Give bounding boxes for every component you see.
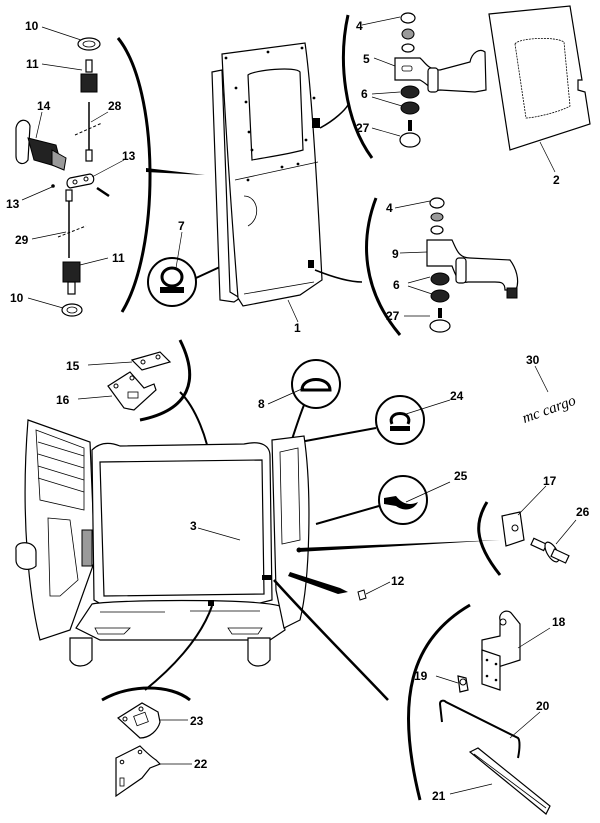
stop-pin — [530, 537, 570, 564]
callout-6b: 6 — [393, 278, 400, 292]
group-bracket-arc — [116, 37, 152, 313]
seal-profile-7: 7 — [147, 219, 223, 307]
callout-4: 4 — [356, 19, 363, 33]
callout-11b: 11 — [112, 251, 125, 265]
callout-15: 15 — [66, 359, 80, 373]
clip-12: 12 — [357, 574, 405, 601]
callout-28: 28 — [108, 99, 122, 113]
callout-10: 10 — [25, 19, 39, 33]
rod-guide-top — [85, 59, 93, 73]
callout-30: 30 — [526, 353, 540, 367]
callout-23: 23 — [190, 714, 204, 728]
check-strap-group: 18 19 20 21 — [406, 603, 566, 815]
callout-24: 24 — [450, 389, 464, 403]
callout-17: 17 — [543, 474, 557, 488]
seal-profile-24: 24 — [299, 389, 464, 445]
callout-21: 21 — [432, 789, 446, 803]
striker-plate-lower — [117, 702, 161, 739]
callout-27: 27 — [356, 121, 370, 135]
grommet-top — [77, 37, 101, 51]
check-plate — [501, 511, 525, 547]
callout-9: 9 — [392, 247, 399, 261]
striker-upper — [107, 371, 157, 411]
callout-25: 25 — [454, 469, 468, 483]
callout-13b: 13 — [6, 197, 20, 211]
callout-13: 13 — [122, 149, 136, 163]
callout-14: 14 — [37, 99, 51, 113]
badge-30: 30 mc cargo — [520, 353, 578, 427]
seal-profile-25: 25 — [315, 469, 468, 525]
grommet-bottom — [61, 303, 83, 317]
seal-profile-8: 8 — [258, 359, 341, 446]
striker-lower — [115, 745, 162, 798]
callout-4b: 4 — [386, 201, 393, 215]
striker-plate-upper — [130, 351, 172, 371]
badge-text: mc cargo — [520, 393, 578, 427]
lock-mechanism-group: 10 11 28 14 13 13 29 11 10 — [6, 19, 205, 317]
callout-11: 11 — [26, 57, 39, 71]
callout-19: 19 — [414, 669, 428, 683]
handle-lock — [15, 119, 67, 171]
callout-26: 26 — [576, 505, 590, 519]
callout-8: 8 — [258, 397, 265, 411]
group-bracket-pointer — [146, 168, 205, 175]
callout-1: 1 — [294, 321, 301, 335]
small-screw — [51, 184, 55, 188]
screw — [96, 186, 110, 198]
callout-6: 6 — [361, 87, 368, 101]
lower-hinge-group: 4 9 6 27 — [314, 197, 519, 336]
callout-16: 16 — [56, 393, 70, 407]
callout-2: 2 — [553, 173, 560, 187]
check-plate-group: 17 26 — [477, 474, 590, 576]
callout-3: 3 — [190, 519, 197, 533]
callout-20: 20 — [536, 699, 550, 713]
callout-5: 5 — [363, 52, 370, 66]
link-plate — [66, 173, 95, 189]
rod-guide-bottom — [62, 261, 81, 283]
callout-7: 7 — [178, 219, 185, 233]
callout-29: 29 — [15, 233, 29, 247]
door-panel-1: 1 — [211, 42, 323, 335]
van-rear-view: 3 — [15, 419, 500, 701]
trim-panel-2: 2 — [488, 5, 591, 187]
check-rod — [438, 699, 521, 759]
striker-lower-group: 23 22 — [101, 686, 208, 798]
callout-12: 12 — [391, 574, 405, 588]
check-link-pivot — [457, 675, 469, 693]
striker-upper-group: 15 16 — [56, 339, 211, 463]
upper-hinge-group: 4 5 6 27 — [319, 12, 487, 159]
callout-18: 18 — [552, 615, 566, 629]
callout-10b: 10 — [10, 291, 24, 305]
callout-27b: 27 — [386, 309, 400, 323]
callout-22: 22 — [194, 757, 208, 771]
